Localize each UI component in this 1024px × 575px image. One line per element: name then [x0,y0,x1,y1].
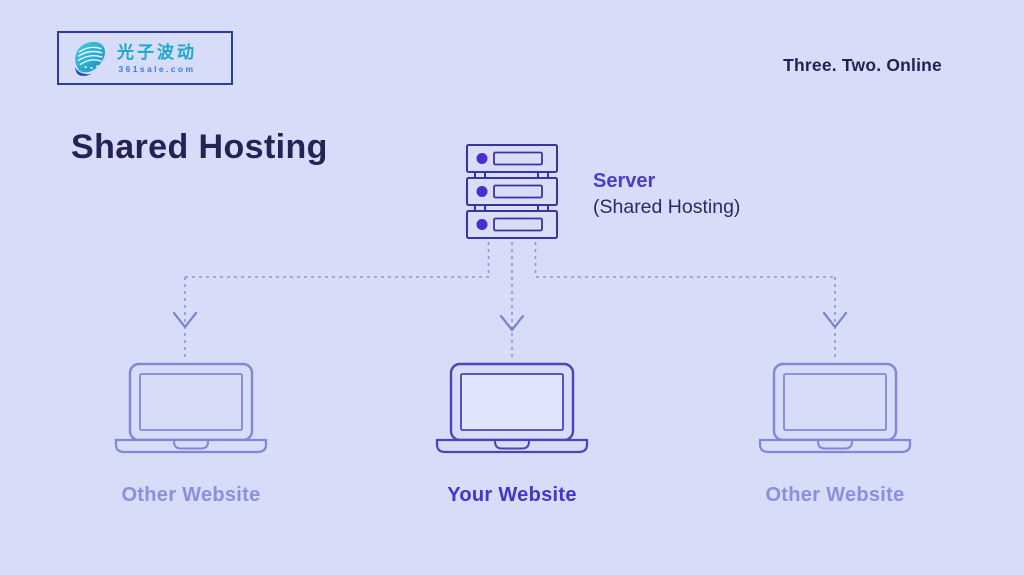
brand-name: 光子波动 [117,42,197,62]
arrow-down-icon [499,314,525,332]
laptop-icon [114,362,268,454]
client-label: Other Website [121,484,261,506]
server-sublabel: (Shared Hosting) [593,196,741,218]
client-your-website: Your Website [412,362,612,507]
client-other-website-right: Other Website [735,362,935,507]
arrow-down-icon [822,311,848,329]
server-caption: Server (Shared Hosting) [593,168,740,220]
server-label: Server [593,170,656,192]
page-title: Shared Hosting [71,128,328,166]
wave-shell-icon [74,41,106,76]
laptop-icon [758,362,912,454]
laptop-icon [435,362,589,454]
client-other-website-left: Other Website [91,362,291,507]
brand-domain: 361sale.com [118,63,196,74]
client-label: Other Website [765,484,905,506]
client-label: Your Website [447,484,577,506]
server-rack-icon [466,144,558,239]
brand-text: 光子波动 361sale.com [117,43,197,74]
arrow-down-icon [172,311,198,329]
server-led-lights [476,153,488,230]
server-drive-slots [493,151,543,232]
brand-logo: 光子波动 361sale.com [57,31,233,85]
tagline: Three. Two. Online [783,55,942,75]
